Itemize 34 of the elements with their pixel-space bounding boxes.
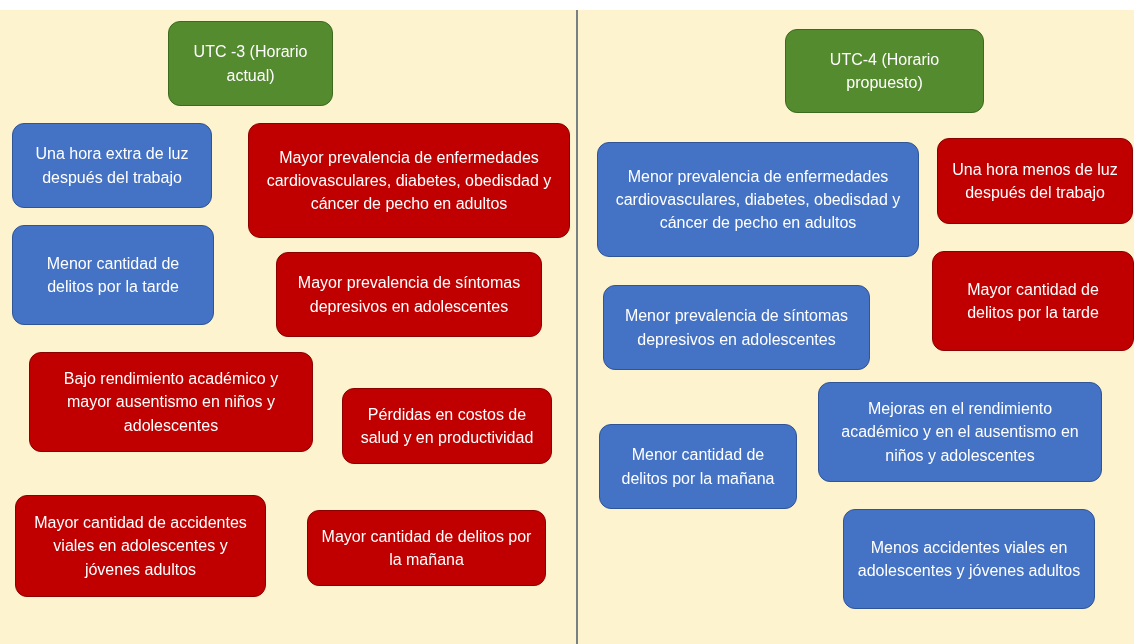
info-box xyxy=(818,382,1102,482)
info-box xyxy=(276,252,542,337)
info-box xyxy=(932,251,1134,351)
header-box xyxy=(785,29,984,113)
info-box xyxy=(29,352,313,452)
info-box xyxy=(843,509,1095,609)
info-box xyxy=(597,142,919,257)
box-text: Menor cantidad de delitos por la tarde xyxy=(45,253,181,297)
info-box xyxy=(307,510,546,586)
box-text: Una hora extra de luz después del trabajo xyxy=(34,144,190,188)
box-text: Mayor cantidad de delitos por la tarde xyxy=(966,279,1100,323)
box-text: Una hora menos de luz después del trabajo xyxy=(951,159,1119,203)
box-text: Menor cantidad de delitos por la mañana xyxy=(620,445,776,489)
box-text: Menor prevalencia de enfermedades cardiovasculares, diabetes, obedisdad y cáncer de pecho en adultos xyxy=(614,166,902,234)
info-box xyxy=(15,495,266,597)
box-text: Mayor prevalencia de enfermedades cardiovasculares, diabetes, obedisdad y cáncer de pecho en adultos xyxy=(265,147,553,215)
box-text: Mayor prevalencia de síntomas depresivos en adolescentes xyxy=(296,273,522,317)
info-box xyxy=(12,225,214,325)
box-text: UTC -3 (Horario actual) xyxy=(192,42,309,86)
header-box xyxy=(168,21,333,106)
info-box xyxy=(12,123,212,208)
box-text: Menos accidentes viales en adolescentes y jóvenes adultos xyxy=(856,537,1082,581)
box-text: Mayor cantidad de accidentes viales en adolescentes y jóvenes adultos xyxy=(33,513,248,580)
info-box xyxy=(599,424,797,509)
info-box xyxy=(248,123,570,238)
info-box xyxy=(603,285,870,370)
info-box xyxy=(342,388,552,464)
box-text: Mayor cantidad de delitos por la mañana xyxy=(320,526,533,570)
box-text: UTC-4 (Horario propuesto) xyxy=(828,49,941,93)
box-text: Mejoras en el rendimiento académico y en el ausentismo en niños y adolescentes xyxy=(840,399,1080,466)
box-text: Pérdidas en costos de salud y en productividad xyxy=(359,404,535,448)
box-text: Menor prevalencia de síntomas depresivos en adolescentes xyxy=(623,306,850,350)
info-box xyxy=(937,138,1133,224)
box-text: Bajo rendimiento académico y mayor ausentismo en niños y adolescentes xyxy=(62,369,280,436)
